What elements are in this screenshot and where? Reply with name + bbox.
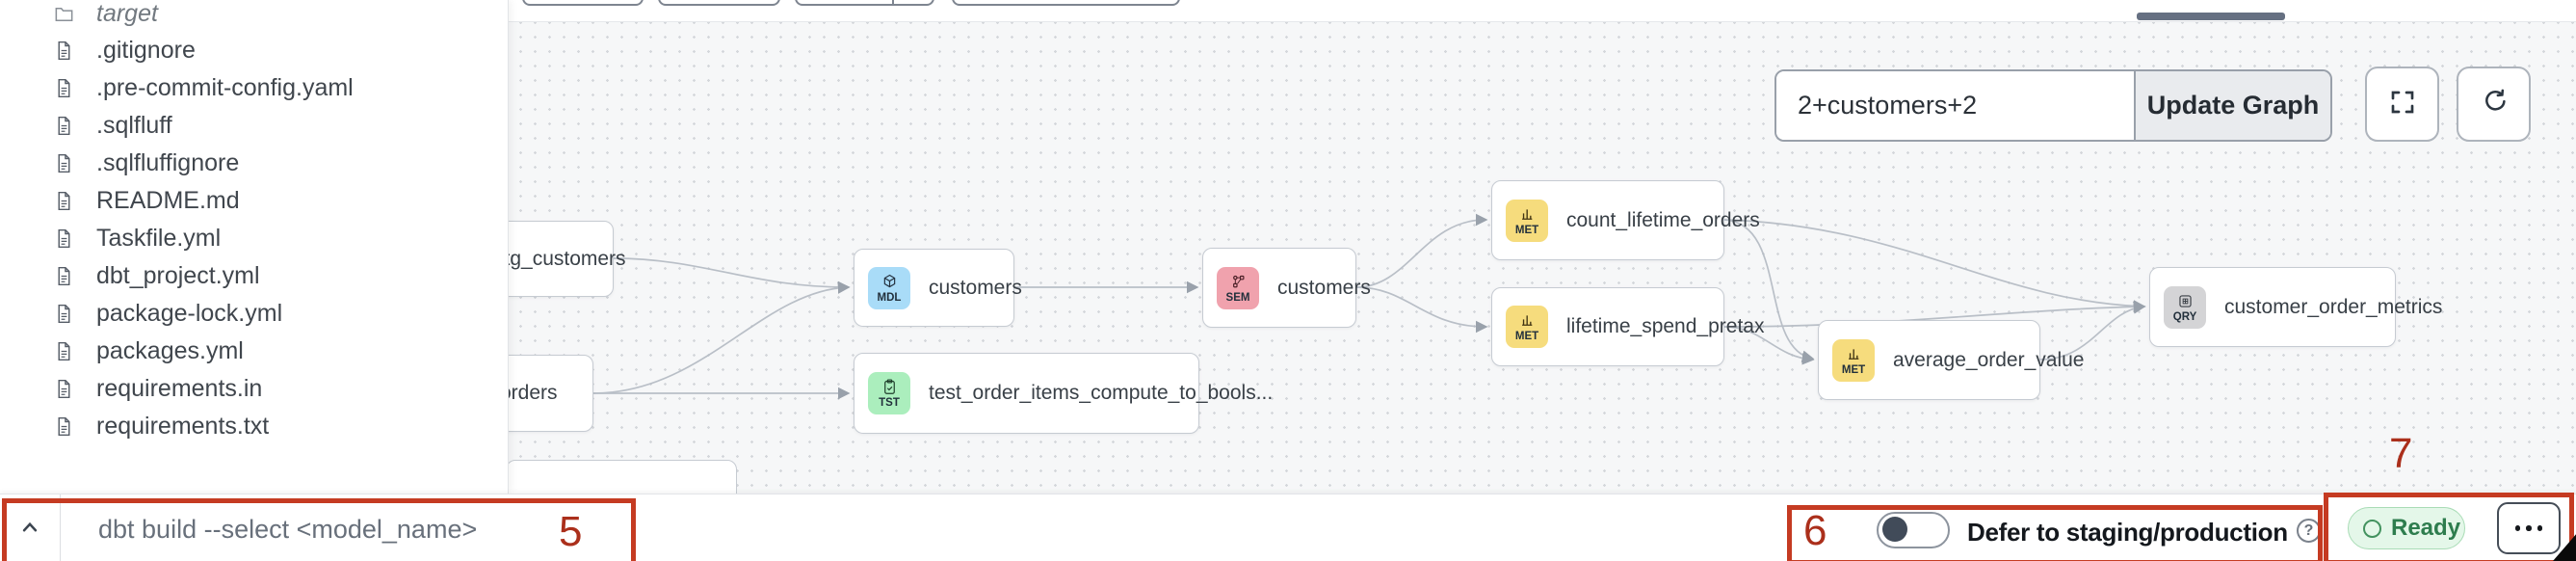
file-icon [0, 378, 75, 400]
node-label: lifetime_spend_pretax [1566, 315, 1765, 337]
file-icon [0, 115, 75, 137]
file-item-packages-yml[interactable]: packages.yml [0, 334, 508, 368]
node-label: average_order_value [1893, 348, 2085, 371]
folder-label: target [96, 0, 158, 27]
ready-label: Ready [2391, 515, 2461, 541]
file-item-package-lock-yml[interactable]: package-lock.yml [0, 296, 508, 331]
graph-selector-input[interactable] [1776, 71, 2134, 140]
test-icon: TST [868, 372, 910, 414]
command-bar [0, 494, 2576, 561]
file-label: .sqlfluffignore [96, 148, 240, 176]
file-label: dbt_project.yml [96, 261, 260, 289]
metric-icon: MET [1832, 338, 1875, 382]
lineage-edge [1723, 219, 2146, 312]
chevron-up-icon [17, 521, 42, 543]
file-icon [0, 303, 75, 325]
lineage-edge [1723, 219, 1815, 363]
fullscreen-icon [2387, 87, 2418, 122]
dot [2537, 525, 2543, 531]
node-label: stg_customers [494, 247, 626, 270]
file-icon [0, 265, 75, 287]
node-label: count_lifetime_orders [1566, 208, 1760, 231]
node-label: customer_order_metrics [2224, 295, 2443, 318]
metric-icon: MET [1506, 199, 1548, 242]
graph-node-customer-order-metrics[interactable]: QRY customer_order_metrics [2149, 267, 2442, 347]
file-item--gitignore[interactable]: .gitignore [0, 33, 508, 67]
file-icon [0, 152, 75, 174]
node-label: customers [929, 276, 1022, 299]
fullscreen-button[interactable] [2365, 67, 2439, 142]
graph-node-count-lifetime-orders[interactable]: MET count_lifetime_orders [1491, 180, 1760, 260]
lineage-edge [1355, 286, 1488, 334]
node-label: orders [500, 382, 558, 404]
file-label: package-lock.yml [96, 299, 283, 327]
refresh-icon [2479, 87, 2510, 122]
file-icon [0, 40, 75, 62]
horizontal-scrollbar-thumb[interactable] [2137, 13, 2285, 20]
node-label: test_order_items_compute_to_bools... [929, 382, 1274, 404]
file-label: Taskfile.yml [96, 224, 222, 252]
file-explorer-panel: target .gitignore .pre-commit-config.yaml… [0, 0, 509, 494]
semantic-model-icon: SEM [1217, 266, 1259, 309]
folder-item-target[interactable]: target [0, 0, 508, 31]
lineage-edge [1723, 326, 1815, 365]
graph-selector: Update Graph [1774, 69, 2332, 142]
file-icon [0, 77, 75, 99]
divider [892, 0, 894, 6]
dbt-command-input[interactable] [96, 506, 601, 552]
defer-toggle[interactable] [1877, 512, 1950, 548]
graph-node-average-order-value[interactable]: MET average_order_value [1818, 320, 2084, 400]
lineage-edge [592, 281, 851, 394]
file-item-requirements-txt[interactable]: requirements.txt [0, 409, 508, 443]
graph-node-customers[interactable]: SEM customers [1202, 248, 1371, 328]
file-item--sqlfluffignore[interactable]: .sqlfluffignore [0, 146, 508, 180]
folder-icon [55, 7, 73, 21]
file-label: README.md [96, 186, 240, 214]
lineage-edge [2039, 301, 2146, 361]
refresh-button[interactable] [2457, 67, 2531, 142]
mouse-cursor [2553, 532, 2576, 561]
toggle-knob [1882, 517, 1907, 542]
file-item-readme-md[interactable]: README.md [0, 183, 508, 218]
status-ring-icon [2363, 519, 2381, 538]
dot [2526, 525, 2532, 531]
more-options-button[interactable] [2497, 502, 2561, 554]
graph-node-lifetime-spend-pretax[interactable]: MET lifetime_spend_pretax [1491, 287, 1764, 366]
lineage-edge [613, 257, 851, 294]
file-item-dbt-project-yml[interactable]: dbt_project.yml [0, 258, 508, 293]
divider [60, 494, 61, 561]
file-item--pre-commit-config-yaml[interactable]: .pre-commit-config.yaml [0, 70, 508, 105]
defer-label: Defer to staging/production [1967, 518, 2288, 547]
graph-node-customers[interactable]: MDL customers [854, 249, 1022, 327]
graph-node-test-order-items-compute-to-bools-[interactable]: TST test_order_items_compute_to_bools... [854, 353, 1273, 434]
saved-query-icon: QRY [2164, 285, 2206, 329]
file-label: .sqlfluff [96, 111, 172, 139]
help-icon[interactable]: ? [2297, 519, 2321, 543]
top-toolbar-strip [508, 0, 2576, 22]
file-icon [0, 340, 75, 362]
model-icon: MDL [868, 266, 910, 309]
file-label: requirements.in [96, 374, 263, 402]
lineage-edge [1355, 213, 1488, 288]
file-item-requirements-in[interactable]: requirements.in [0, 371, 508, 406]
file-item--sqlfluff[interactable]: .sqlfluff [0, 108, 508, 143]
collapse-panel-button[interactable] [12, 510, 48, 547]
file-label: .pre-commit-config.yaml [96, 73, 354, 101]
ready-status-badge[interactable]: Ready [2348, 507, 2465, 549]
file-icon [0, 415, 75, 438]
dot [2514, 525, 2521, 531]
file-label: .gitignore [96, 36, 196, 64]
file-label: packages.yml [96, 336, 244, 364]
file-icon [0, 190, 75, 212]
update-graph-button[interactable]: Update Graph [2134, 71, 2330, 140]
file-label: requirements.txt [96, 412, 270, 440]
file-icon [0, 227, 75, 250]
lineage-edge [1723, 300, 2146, 328]
metric-icon: MET [1506, 306, 1548, 348]
node-label: customers [1277, 276, 1371, 299]
file-item-taskfile-yml[interactable]: Taskfile.yml [0, 221, 508, 255]
